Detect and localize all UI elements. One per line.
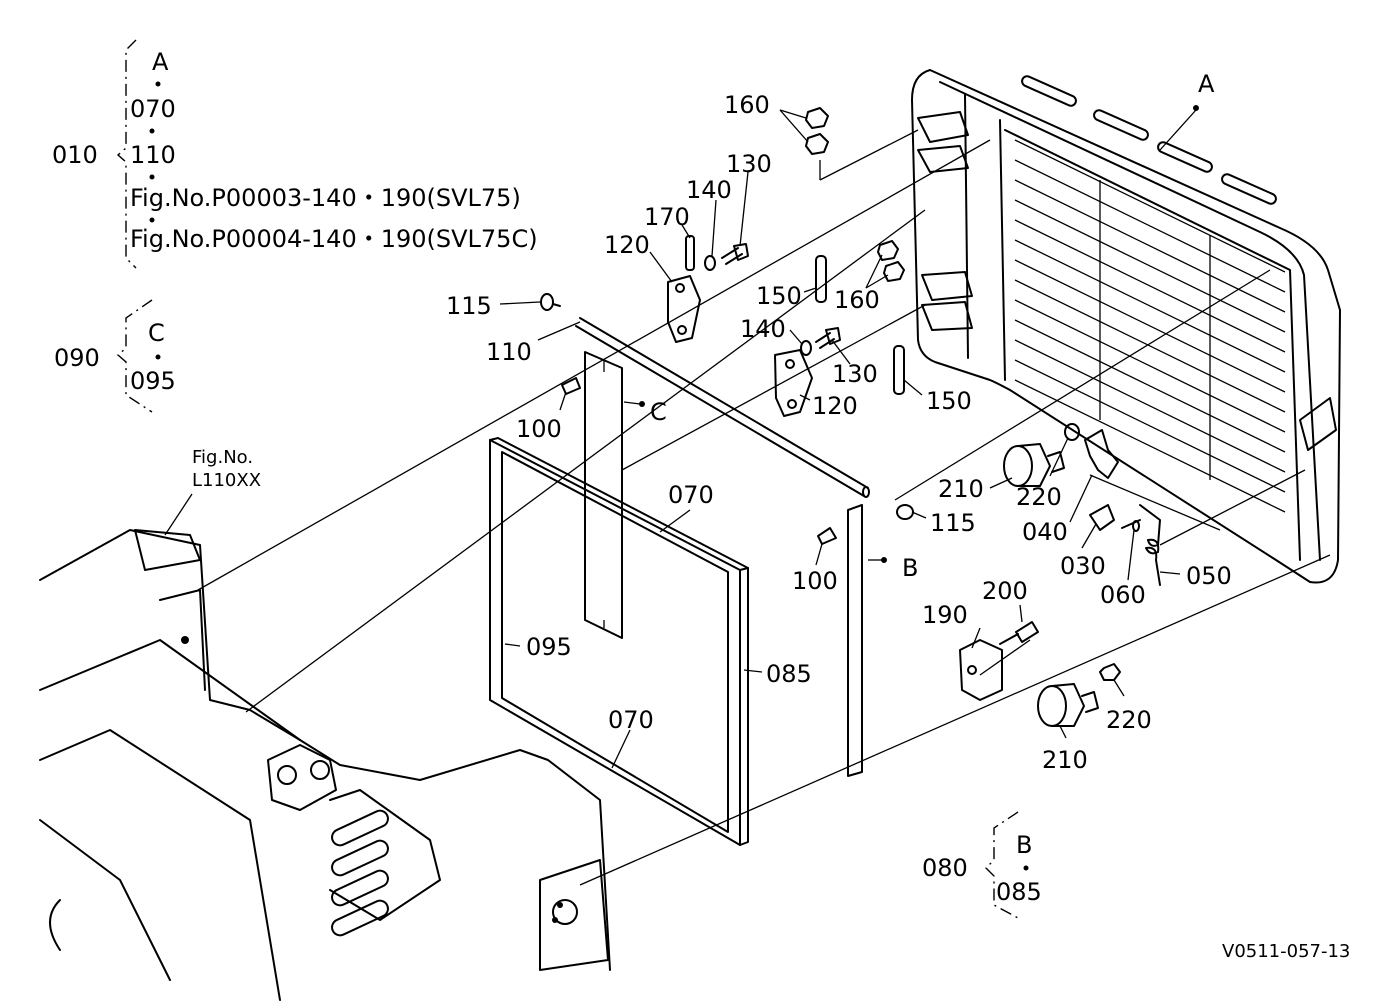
group-090-item-095: 095 — [130, 367, 176, 395]
fasteners — [540, 107, 1121, 681]
callout-040: 040 — [1022, 518, 1068, 546]
callout-220-lower: 220 — [1106, 706, 1152, 734]
group-010-parent: 010 — [52, 141, 98, 169]
group-010-item-a: A — [152, 48, 169, 76]
callout-130-top: 130 — [726, 150, 772, 178]
pin-060 — [1121, 519, 1141, 532]
callout-070-bottom: 070 — [608, 706, 654, 734]
group-090-item-c: C — [148, 319, 165, 347]
callout-c: C — [650, 398, 667, 426]
ref-fig-line1: Fig.No. — [192, 447, 253, 468]
assembly-lines — [197, 129, 1331, 886]
callout-160-top: 160 — [724, 91, 770, 119]
group-010-item-fig-p00004: Fig.No.P00004-140・190(SVL75C) — [130, 225, 538, 253]
callout-200: 200 — [982, 577, 1028, 605]
frame-figure-reference: Fig.No. L110XX — [164, 447, 261, 536]
callout-100-right: 100 — [792, 567, 838, 595]
group-090-parent: 090 — [54, 344, 100, 372]
callout-labels: 160 130 140 170 120 115 110 150 160 140 … — [446, 91, 1232, 774]
callout-095: 095 — [526, 633, 572, 661]
drawing-code: V0511-057-13 — [1222, 941, 1350, 962]
callout-130-middle: 130 — [832, 360, 878, 388]
group-090: C 090 095 — [54, 299, 176, 413]
rod-110 — [575, 317, 870, 498]
callout-140-middle: 140 — [740, 315, 786, 343]
ref-fig-line2: L110XX — [192, 470, 261, 491]
screen-frame — [489, 437, 749, 846]
hinge-120-upper — [667, 275, 701, 343]
switch-210-upper — [1003, 443, 1065, 487]
callout-110: 110 — [486, 338, 532, 366]
callout-120-lower: 120 — [812, 392, 858, 420]
group-010: A 070 010 110 Fig.No.P00003-140・190(SVL7… — [52, 39, 538, 269]
group-080: B 080 085 — [922, 811, 1042, 919]
seal-strip-c — [584, 351, 623, 639]
callout-210-lower: 210 — [1042, 746, 1088, 774]
callout-140-top: 140 — [686, 176, 732, 204]
switch-210-lower — [1037, 683, 1099, 727]
seal-strip-b — [847, 504, 863, 777]
spring-050 — [1139, 504, 1161, 586]
callout-b: B — [902, 554, 918, 582]
callout-030: 030 — [1060, 552, 1106, 580]
callout-085: 085 — [766, 660, 812, 688]
callout-100-left: 100 — [516, 415, 562, 443]
callout-050: 050 — [1186, 562, 1232, 590]
callout-150-top: 150 — [756, 282, 802, 310]
group-080-parent: 080 — [922, 854, 968, 882]
callout-220-upper: 220 — [1016, 483, 1062, 511]
machine-frame — [39, 529, 611, 1001]
latch-040 — [1084, 429, 1119, 479]
latch-030 — [1089, 504, 1115, 531]
callout-190: 190 — [922, 601, 968, 629]
callout-150-lower: 150 — [926, 387, 972, 415]
group-010-item-070: 070 — [130, 95, 176, 123]
callout-170: 170 — [644, 203, 690, 231]
callout-115-right: 115 — [930, 509, 976, 537]
callout-060: 060 — [1100, 581, 1146, 609]
callout-160-middle: 160 — [834, 286, 880, 314]
callout-120-top: 120 — [604, 231, 650, 259]
grille-door-a: A — [911, 69, 1341, 584]
group-080-item-b: B — [1016, 831, 1032, 859]
callout-leaders — [499, 109, 1181, 769]
group-010-item-110: 110 — [130, 141, 176, 169]
bracket-190 — [959, 639, 1003, 701]
callout-115-top: 115 — [446, 292, 492, 320]
callout-a: A — [1198, 70, 1215, 98]
callout-070-top: 070 — [668, 481, 714, 509]
hinge-120-lower — [774, 349, 813, 417]
callout-210-upper: 210 — [938, 475, 984, 503]
group-080-item-085: 085 — [996, 878, 1042, 906]
group-010-item-fig-p00003: Fig.No.P00003-140・190(SVL75) — [130, 184, 521, 212]
